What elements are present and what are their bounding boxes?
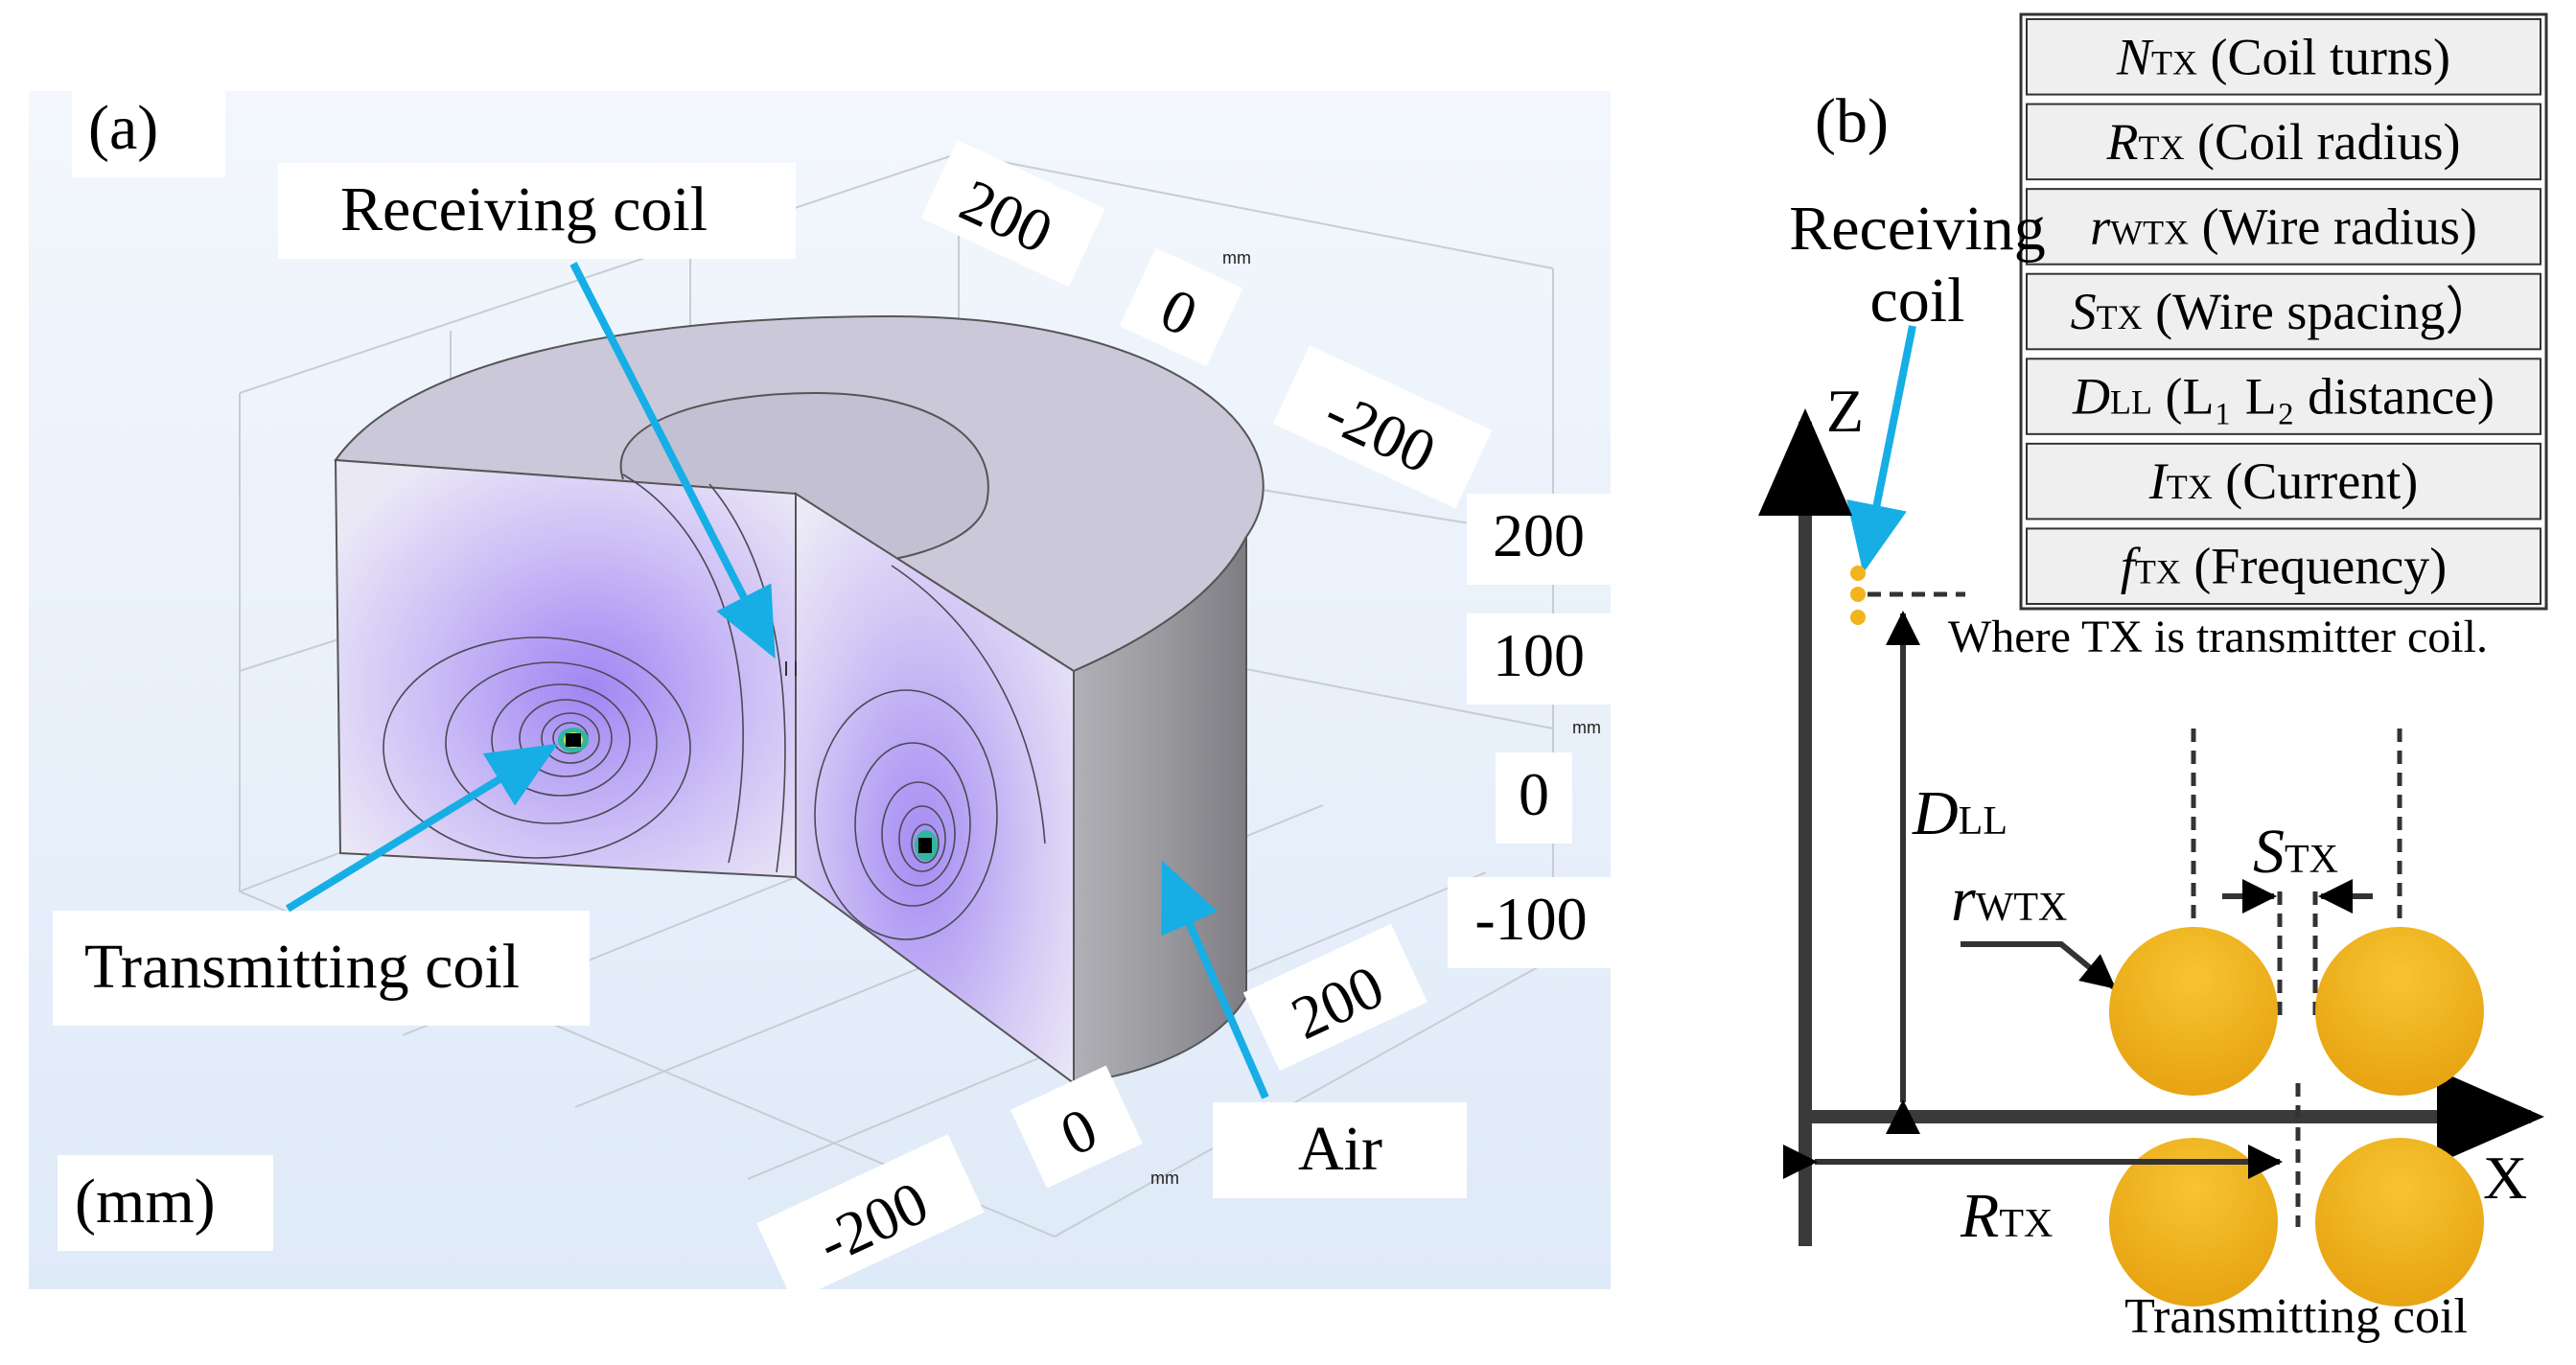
- coil-section-bottom-left: [2109, 1138, 2278, 1307]
- unit-small-bottom: mm: [1150, 1168, 1179, 1188]
- table-row-text: DLL (L₁ L₂ distance): [2072, 368, 2495, 426]
- coil-section-bottom-right: [2315, 1138, 2484, 1307]
- coil-section-top-left: [2109, 927, 2278, 1096]
- unit-label: (mm): [75, 1167, 216, 1237]
- table-cell: [2026, 18, 2541, 96]
- solid-cut-face-left: [334, 458, 797, 879]
- field-lines-right: [814, 565, 1046, 940]
- coil-section-top-right: [2315, 927, 2484, 1096]
- receiving-coil-label: Receiving coil: [340, 174, 708, 244]
- stx-label: STX: [2253, 817, 2338, 887]
- transmitting-coil-label-b: Transmitting coil: [2124, 1289, 2468, 1344]
- panel-b-tag: (b): [1815, 86, 1889, 156]
- field-core-left: [558, 728, 589, 752]
- ticks-right: 200 100 0 -100 mm: [1448, 494, 1615, 968]
- table-row-text: STX (Wire spacing）: [2071, 283, 2497, 340]
- x-axis-label: X: [2483, 1144, 2527, 1212]
- rwtx-label: rWTX: [1951, 865, 2067, 935]
- dll-label: DLL: [1912, 778, 2007, 848]
- unit-small-right: mm: [1572, 718, 1601, 737]
- parameter-table: NTX (Coil turns) RTX (Coil radius) rWTX (W…: [2019, 12, 2548, 611]
- table-cell: [2026, 272, 2541, 351]
- transmitting-coil-label-a: Transmitting coil: [84, 932, 520, 1002]
- receiving-coil-label-b-2: coil: [1870, 266, 1965, 335]
- air-arrow: [1161, 860, 1269, 1099]
- table-row-text: rWTX (Wire radius): [2090, 197, 2477, 255]
- table-cell: [2026, 103, 2541, 181]
- tx-coil-sections: [2109, 927, 2484, 1307]
- receiving-coil-arrow: [569, 262, 776, 659]
- panel-b: (b) NTX (Coil turns) RTX (Coil radius) rWT…: [1758, 12, 2548, 1344]
- panel-a-tag: (a): [88, 93, 158, 163]
- tick-right-2: 0: [1519, 760, 1549, 828]
- tick-right-3: -100: [1474, 885, 1587, 953]
- rtx-label: RTX: [1960, 1181, 2053, 1251]
- table-row-text: fTX (Frequency): [2121, 538, 2447, 595]
- receiving-coil-dots: [1850, 566, 1866, 625]
- tick-right-0: 200: [1493, 501, 1585, 569]
- field-core-right: [915, 830, 938, 861]
- receiving-coil-arrow-b: [1846, 325, 1916, 573]
- table-cell: [2026, 527, 2541, 606]
- air-label: Air: [1298, 1114, 1382, 1184]
- table-cell: [2026, 188, 2541, 266]
- note-text: Where TX is transmitter coil.: [1948, 612, 2488, 662]
- unit-small-top: mm: [1222, 248, 1251, 267]
- z-axis-label: Z: [1826, 377, 1864, 445]
- table-row-text: NTX (Coil turns): [2116, 28, 2450, 85]
- table-cell: [2026, 442, 2541, 521]
- tick-right-1: 100: [1493, 621, 1585, 689]
- table-row-text: RTX (Coil radius): [2106, 113, 2461, 171]
- table-cell: [2026, 358, 2541, 435]
- coil-dashed-guides: [2191, 729, 2402, 1227]
- panel-a: 200 0 -200 mm 200 100 0 -100 mm: [29, 81, 1615, 1302]
- receiving-coil-mark: [785, 661, 797, 676]
- transmitting-coil-arrow: [285, 743, 558, 913]
- rwtx-pointer: [1961, 941, 2117, 990]
- receiving-coil-label-b-1: Receiving: [1789, 194, 2046, 264]
- table-row-text: ITX (Current): [2148, 452, 2418, 510]
- solid-inner-ring: [619, 391, 989, 562]
